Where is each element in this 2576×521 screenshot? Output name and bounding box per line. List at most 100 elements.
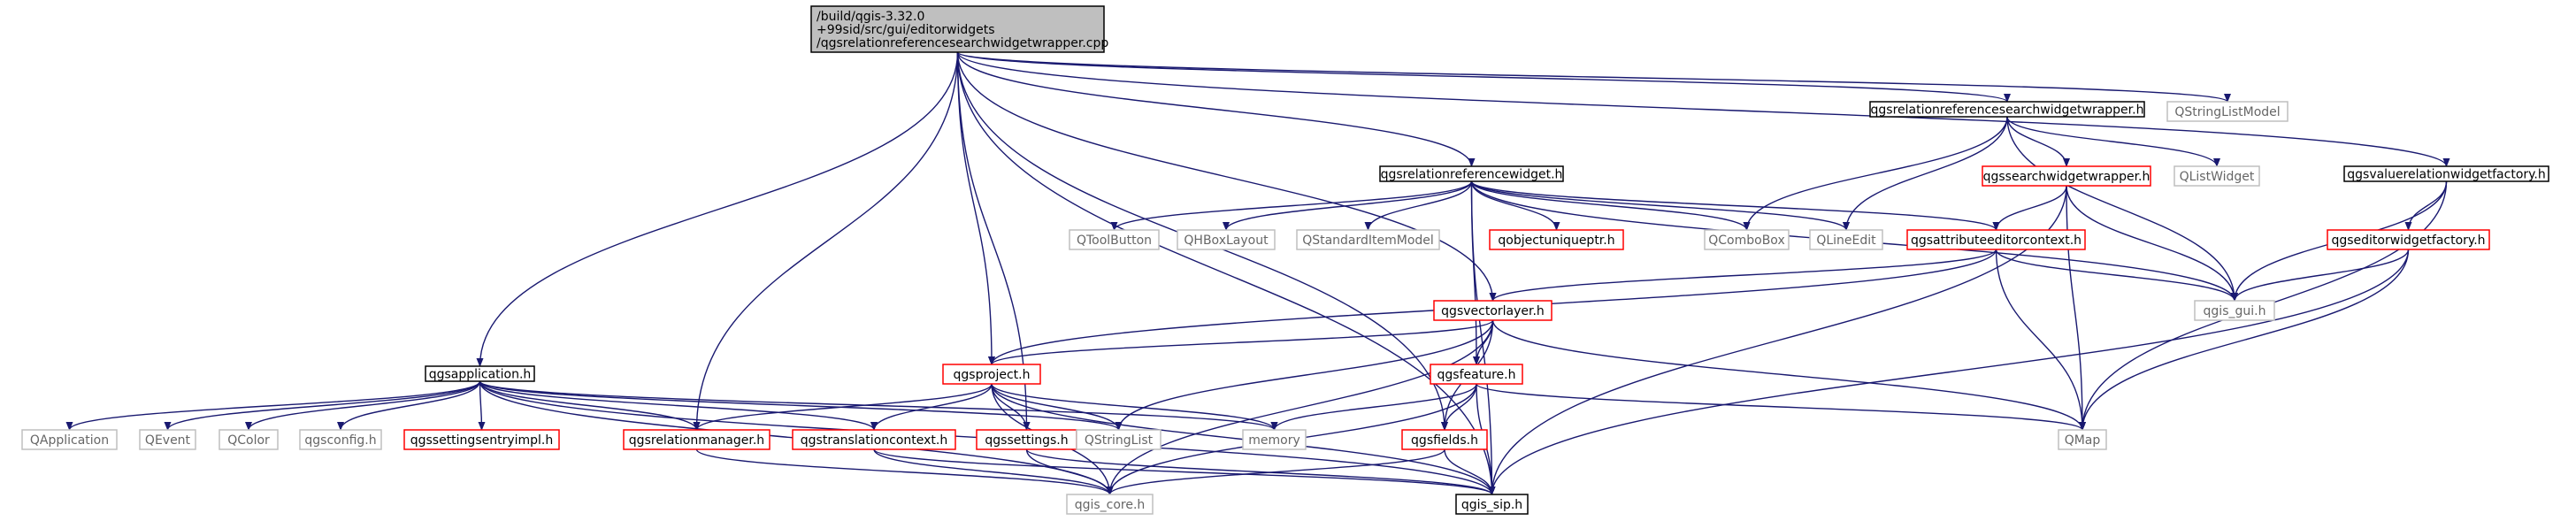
node-qgsrelationmanager[interactable]: qgsrelationmanager.h (623, 429, 770, 450)
node-qgsfields[interactable]: qgsfields.h (1401, 429, 1488, 450)
edge-qgsapplication-to-QStringList (479, 380, 1123, 431)
node-label: qgis_gui.h (2204, 304, 2266, 318)
node-box (1242, 429, 1307, 450)
edge-qgsrelationreferencesearchwidgetwrapper-to-QListWidget (2006, 116, 2220, 167)
edge-qgsrelationreferencewidget-to-QToolButton (1110, 180, 1473, 231)
node-label: /qgsrelationreferencesearchwidgetwrapper… (816, 36, 1108, 50)
edge-qgsproject-to-qgsrelationmanager (693, 383, 993, 431)
node-qgsvaluerelationwidgetfactory[interactable]: qgsvaluerelationwidgetfactory.h (2343, 165, 2549, 182)
edge-qgssettings-to-qgis_sip (1025, 448, 1496, 495)
node-box (1430, 364, 1523, 385)
node-label: memory (1248, 433, 1300, 448)
node-QHBoxLayout: QHBoxLayout (1177, 229, 1276, 250)
node-box (1704, 229, 1790, 250)
node-label: qgsfeature.h (1438, 368, 1516, 382)
edge-root-to-qgssettings (956, 51, 1031, 431)
node-box (1076, 429, 1162, 450)
node-qgsproject[interactable]: qgsproject.h (942, 364, 1041, 385)
node-QMap: QMap (2058, 429, 2107, 450)
edge-qgsattributeeditorcontext-to-qgis_gui (1995, 249, 2238, 302)
node-qgstranslationcontext[interactable]: qgstranslationcontext.h (792, 429, 956, 450)
node-box (425, 365, 535, 382)
node-label: qgstranslationcontext.h (801, 433, 947, 448)
edge-qgsapplication-to-QApplication (65, 380, 481, 431)
edge-qgsrelationreferencewidget-to-QHBoxLayout (1223, 180, 1473, 231)
node-label: qgis_sip.h (1461, 498, 1522, 512)
node-qgseditorwidgetfactory[interactable]: qgseditorwidgetfactory.h (2327, 229, 2490, 250)
node-qgssearchwidgetwrapper[interactable]: qgssearchwidgetwrapper.h (1982, 165, 2151, 187)
node-label: QToolButton (1077, 234, 1152, 248)
edge-qgseditorwidgetfactory-to-qgis_gui (2231, 249, 2410, 302)
node-box (1869, 101, 2145, 118)
node-box (139, 429, 196, 450)
node-QApplication: QApplication (21, 429, 118, 450)
node-box (21, 429, 118, 450)
edge-qgstranslationcontext-to-qgis_sip (873, 448, 1496, 495)
edge-qgsrelationreferencesearchwidgetwrapper-to-QLineEdit (1843, 116, 2008, 231)
node-box (623, 429, 770, 450)
node-QEvent: QEvent (139, 429, 196, 450)
edge-qgsrelationmanager-to-qgis_core (695, 448, 1114, 495)
node-label: QEvent (145, 433, 191, 448)
node-qgssettingsentryimpl[interactable]: qgssettingsentryimpl.h (403, 429, 560, 450)
node-box (810, 5, 1105, 53)
edge-qgsproject-to-QStringList (991, 383, 1123, 431)
node-box (1401, 429, 1488, 450)
edge-qgssearchwidgetwrapper-to-qgsattributeeditorcontext (1992, 185, 2067, 231)
edge-root-to-qgsrelationreferencesearchwidgetwrapper (956, 51, 2011, 103)
edge-qgsrelationreferencesearchwidgetwrapper-to-qgssearchwidgetwrapper (2006, 116, 2070, 167)
node-box (1455, 494, 1529, 515)
node-label: qgis_core.h (1075, 498, 1146, 512)
edge-qgsvectorlayer-to-qgsproject (988, 319, 1494, 365)
nodes-layer: /build/qgis-3.32.0+99sid/src/gui/editorw… (21, 5, 2549, 515)
node-QStringListModel: QStringListModel (2166, 101, 2288, 122)
node-label: qgssearchwidgetwrapper.h (1983, 170, 2150, 184)
node-label: qgseditorwidgetfactory.h (2331, 234, 2485, 248)
node-box (1982, 165, 2151, 187)
node-label: +99sid/src/gui/editorwidgets (816, 23, 995, 37)
edge-root-to-qgsvaluerelationwidgetfactory (956, 51, 2450, 167)
edge-root-to-qgsproject (956, 51, 995, 365)
node-box (2174, 165, 2260, 187)
edge-qgsvectorlayer-to-QStringList (1115, 319, 1494, 431)
node-memory: memory (1242, 429, 1307, 450)
node-QToolButton: QToolButton (1069, 229, 1160, 250)
edge-qgseditorwidgetfactory-to-QMap (2079, 249, 2410, 431)
node-qgsfeature[interactable]: qgsfeature.h (1430, 364, 1523, 385)
node-qgis_core: qgis_core.h (1066, 494, 1154, 515)
edge-root-to-qgsvectorlayer (956, 51, 1497, 302)
node-label: qgsattributeeditorcontext.h (1911, 234, 2082, 248)
node-QColor: QColor (218, 429, 279, 450)
node-label: qgsrelationreferencewidget.h (1381, 168, 1563, 182)
node-qgsrelationreferencesearchwidgetwrapper[interactable]: qgsrelationreferencesearchwidgetwrapper.… (1869, 101, 2145, 118)
node-qgsattributeeditorcontext[interactable]: qgsattributeeditorcontext.h (1906, 229, 2086, 250)
edge-qgsfeature-to-memory (1270, 383, 1477, 431)
node-label: qgsvectorlayer.h (1441, 304, 1545, 318)
node-box (792, 429, 956, 450)
edge-qgsapplication-to-qgssettingsentryimpl (478, 380, 486, 431)
node-qgsrelationreferencewidget[interactable]: qgsrelationreferencewidget.h (1379, 165, 1564, 182)
node-box (2058, 429, 2107, 450)
edge-qgsproject-to-qgis_sip (991, 383, 1496, 495)
node-QStandardItemModel: QStandardItemModel (1296, 229, 1440, 250)
node-label: QStringList (1085, 433, 1154, 448)
edge-qgsproject-to-qgstranslationcontext (870, 383, 993, 431)
node-qgsvectorlayer[interactable]: qgsvectorlayer.h (1433, 300, 1552, 321)
node-qgssettings[interactable]: qgssettings.h (976, 429, 1077, 450)
node-qgis_sip[interactable]: qgis_sip.h (1455, 494, 1529, 515)
node-box (299, 429, 382, 450)
node-qgis_gui: qgis_gui.h (2194, 300, 2275, 321)
node-qobjectuniqueptr[interactable]: qobjectuniqueptr.h (1489, 229, 1624, 250)
node-label: QStringListModel (2174, 105, 2280, 119)
node-qgsapplication[interactable]: qgsapplication.h (425, 365, 535, 382)
node-box (1069, 229, 1160, 250)
node-root[interactable]: /build/qgis-3.32.0+99sid/src/gui/editorw… (810, 5, 1108, 53)
edge-qgssearchwidgetwrapper-to-QMap (2066, 185, 2086, 431)
edge-qgsproject-to-memory (991, 383, 1278, 431)
edge-qgsrelationreferencesearchwidgetwrapper-to-QComboBox (1743, 116, 2008, 231)
node-qgsconfig: qgsconfig.h (299, 429, 382, 450)
edge-qgsapplication-to-qgsrelationmanager (479, 380, 701, 431)
node-label: qgsvaluerelationwidgetfactory.h (2347, 168, 2546, 182)
edge-qgsrelationreferencewidget-to-QComboBox (1470, 180, 1751, 231)
